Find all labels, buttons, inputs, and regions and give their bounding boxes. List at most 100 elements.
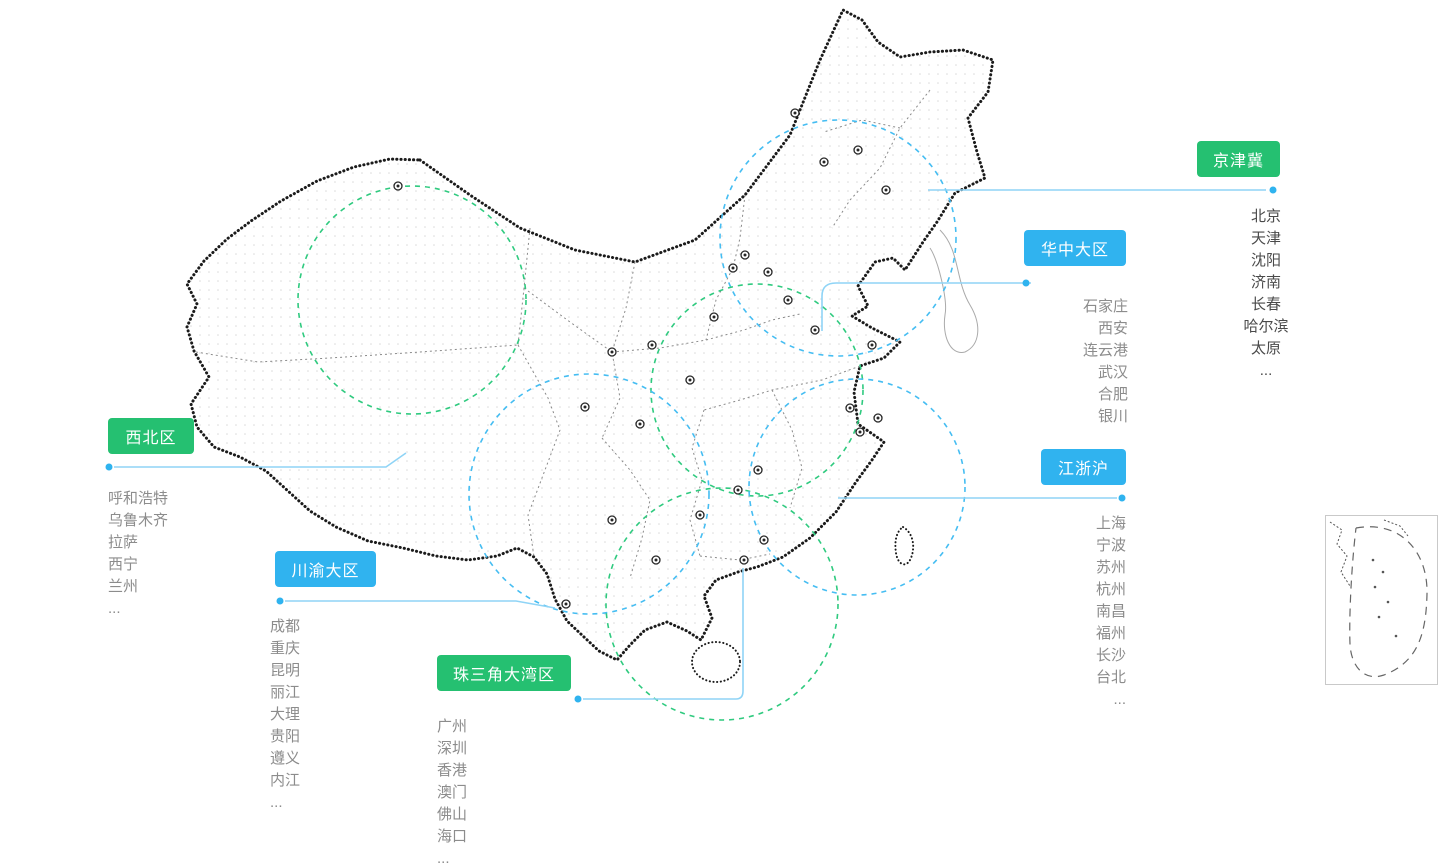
- city-label: 拉萨: [108, 534, 139, 551]
- location-marker-icon: [790, 108, 800, 118]
- city-label: 海口: [437, 828, 468, 845]
- connector-endpoint-jiangzhehu: [1118, 494, 1126, 502]
- location-marker-icon: [845, 403, 855, 413]
- location-marker-icon: [759, 535, 769, 545]
- city-label: 济南: [1250, 274, 1281, 291]
- connector-huazhong: [821, 282, 1031, 331]
- inset-map: [1329, 519, 1428, 678]
- region-cities-chuanyu: 成都重庆昆明丽江大理贵阳遵义内江...: [270, 616, 380, 814]
- city-label: ...: [270, 794, 283, 811]
- location-marker-icon: [733, 485, 743, 495]
- taiwan-island: [894, 525, 915, 566]
- location-marker-icon: [810, 325, 820, 335]
- region-cities-xibei: 呼和浩特乌鲁木齐拉萨西宁兰州...: [108, 488, 238, 620]
- region-cities-zhusanjiao: 广州深圳香港澳门佛山海口...: [437, 716, 547, 868]
- region-circle-jiangzhehu: [748, 378, 966, 596]
- region-tag-xibei[interactable]: 西北区: [108, 418, 194, 454]
- location-marker-icon: [393, 181, 403, 191]
- city-label: 天津: [1250, 230, 1281, 247]
- city-label: 沈阳: [1250, 252, 1281, 269]
- region-tag-jiangzhehu[interactable]: 江浙沪: [1041, 449, 1126, 485]
- location-marker-icon: [753, 465, 763, 475]
- location-marker-icon: [685, 375, 695, 385]
- city-label: 上海: [1095, 515, 1126, 532]
- city-label: 佛山: [437, 806, 468, 823]
- city-label: 合肥: [1097, 386, 1128, 403]
- city-label: 苏州: [1095, 559, 1126, 576]
- connector-endpoint-huazhong: [1022, 279, 1030, 287]
- city-label: 遵义: [270, 750, 301, 767]
- city-label: 呼和浩特: [108, 490, 169, 507]
- city-label: 深圳: [437, 740, 468, 757]
- location-marker-icon: [819, 157, 829, 167]
- city-label: ...: [1259, 362, 1273, 379]
- city-label: 昆明: [270, 662, 301, 679]
- location-marker-icon: [647, 340, 657, 350]
- location-marker-icon: [873, 413, 883, 423]
- south-china-sea-inset: [1325, 515, 1438, 685]
- region-tag-zhusanjiao[interactable]: 珠三角大湾区: [437, 655, 571, 691]
- city-label: 南昌: [1095, 603, 1126, 620]
- city-label: 银川: [1097, 408, 1128, 425]
- location-marker-icon: [739, 555, 749, 565]
- city-label: ...: [108, 600, 121, 617]
- location-marker-icon: [740, 250, 750, 260]
- city-label: 太原: [1250, 340, 1281, 357]
- location-marker-icon: [607, 515, 617, 525]
- location-marker-icon: [709, 312, 719, 322]
- location-marker-icon: [561, 599, 571, 609]
- location-marker-icon: [607, 347, 617, 357]
- location-marker-icon: [651, 555, 661, 565]
- connector-xibei: [114, 452, 407, 468]
- china-outline: [185, 8, 995, 662]
- city-label: 武汉: [1097, 364, 1128, 381]
- region-circle-pearl-delta: [605, 487, 839, 721]
- city-label: 西安: [1097, 320, 1128, 337]
- city-label: 台北: [1095, 669, 1126, 686]
- region-circle-jingjinji: [719, 119, 957, 357]
- location-marker-icon: [855, 427, 865, 437]
- hainan-island: [691, 641, 741, 683]
- city-label: 重庆: [270, 640, 301, 657]
- city-label: 石家庄: [1082, 298, 1128, 315]
- connector-lines: [105, 186, 1277, 703]
- connector-chuanyu: [285, 600, 556, 609]
- region-tag-huazhong[interactable]: 华中大区: [1024, 230, 1126, 266]
- region-tag-chuanyu[interactable]: 川渝大区: [275, 551, 376, 587]
- region-circles: [297, 119, 966, 721]
- region-circle-huazhong: [650, 283, 864, 497]
- city-label: 丽江: [270, 684, 301, 701]
- connector-endpoint-jingjinji: [1269, 186, 1277, 194]
- location-marker-icon: [695, 510, 705, 520]
- city-label: 成都: [270, 618, 301, 635]
- city-label: 广州: [437, 718, 468, 735]
- city-label: 福州: [1095, 625, 1126, 642]
- city-label: ...: [1113, 691, 1126, 708]
- city-label: 连云港: [1082, 342, 1128, 359]
- location-marker-icon: [867, 340, 877, 350]
- city-label: 杭州: [1095, 581, 1126, 598]
- city-label: 贵阳: [270, 728, 301, 745]
- location-marker-icon: [881, 185, 891, 195]
- connector-zhusanjiao: [583, 568, 744, 700]
- location-marker-icon: [728, 263, 738, 273]
- city-label: 长春: [1250, 296, 1281, 313]
- city-label: 香港: [437, 762, 468, 779]
- city-label: 哈尔滨: [1243, 318, 1289, 335]
- location-marker-icon: [853, 145, 863, 155]
- city-label: 西宁: [108, 556, 139, 573]
- location-marker-icon: [635, 419, 645, 429]
- city-label: 宁波: [1095, 537, 1126, 554]
- location-marker-icon: [580, 402, 590, 412]
- region-cities-jiangzhehu: 上海宁波苏州杭州南昌福州长沙台北...: [1026, 513, 1126, 711]
- city-label: 长沙: [1095, 647, 1126, 664]
- region-tag-jingjinji[interactable]: 京津冀: [1197, 141, 1280, 177]
- connector-endpoint-chuanyu: [276, 597, 284, 605]
- region-cities-huazhong: 石家庄西安连云港武汉合肥银川: [1028, 296, 1128, 428]
- city-label: 内江: [270, 772, 301, 789]
- city-label: ...: [437, 850, 450, 867]
- korea-outline: [929, 229, 979, 353]
- city-label: 北京: [1250, 208, 1281, 225]
